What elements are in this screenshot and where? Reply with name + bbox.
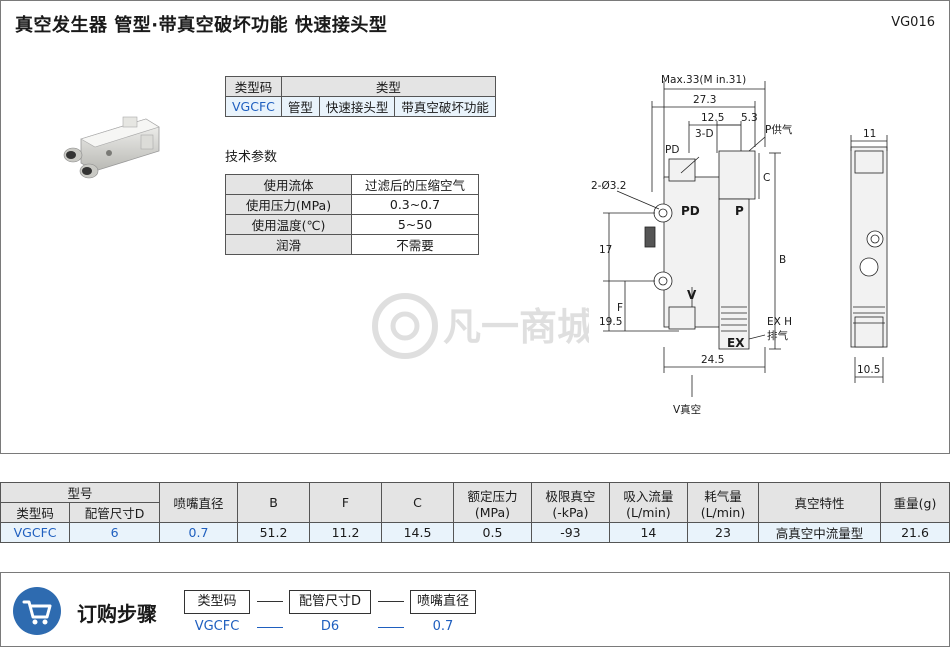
feature-vacuum-break: 带真空破坏功能 (394, 96, 496, 117)
feature-quick: 快速接头型 (318, 96, 396, 117)
watermark-text: 凡一商城 (443, 305, 589, 349)
spec-row: 使用压力(MPa) 0.3~0.7 (225, 194, 479, 215)
c-header: C (380, 482, 454, 523)
mark-ex: EX (727, 336, 745, 350)
cell-c: 14.5 (380, 522, 454, 543)
value-pipe-size: D6 (320, 619, 340, 634)
value-connector (257, 627, 283, 628)
nozzle-header: 喷嘴直径 (159, 482, 238, 523)
cell-f: 11.2 (308, 522, 382, 543)
spec-row: 润滑 不需要 (225, 234, 479, 255)
dim-12-5: 12.5 (701, 112, 724, 124)
dim-max: Max.33(M in.31) (661, 74, 746, 86)
step-type-code: 类型码 (184, 590, 250, 614)
cart-icon (13, 587, 61, 635)
suction-header: 吸入流量 (L/min) (608, 482, 688, 523)
mark-pd: PD (681, 204, 700, 218)
vacuum-header: 极限真空 (-kPa) (530, 482, 610, 523)
cell-pipe-size: 6 (69, 522, 161, 543)
value-connector (378, 627, 404, 628)
dimension-drawing: Max.33(M in.31) 27.3 12.5 5.3 3-D P供气 PD… (591, 74, 888, 416)
vacuum-header-line2: (-kPa) (552, 504, 589, 520)
dim-f: F (617, 302, 623, 314)
value-nozzle: 0.7 (432, 619, 454, 634)
value-type-code: VGCFC (194, 619, 240, 634)
label-exhaust: 排气 (767, 329, 788, 342)
label-v-vacuum: V真空 (673, 403, 701, 416)
spec-label: 润滑 (225, 234, 352, 255)
type-table: 类型码 类型 VGCFC 管型 快速接头型 带真空破坏功能 (225, 76, 496, 117)
air-header-line1: 耗气量 (704, 488, 742, 504)
step-pipe-size: 配管尺寸D (289, 590, 371, 614)
cell-pressure: 0.5 (452, 522, 532, 543)
dim-3-d: 3-D (695, 128, 714, 140)
dim-c: C (763, 172, 770, 184)
model-table: 型号 喷嘴直径 B F C 额定压力 (MPa) 极限真空 (-kPa) 吸入流… (0, 482, 950, 543)
suction-header-line1: 吸入流量 (623, 488, 674, 504)
b-header: B (236, 482, 310, 523)
label-pd: PD (665, 144, 679, 156)
cell-b: 51.2 (236, 522, 310, 543)
label-ex-h: EX H (767, 316, 792, 328)
air-header-line2: (L/min) (700, 504, 746, 520)
spec-label: 使用压力(MPa) (225, 194, 352, 215)
type-code-value: VGCFC (225, 96, 282, 117)
cell-nozzle: 0.7 (159, 522, 238, 543)
spec-value: 0.3~0.7 (351, 194, 479, 215)
pressure-header-line1: 额定压力 (467, 488, 518, 504)
step-connector (257, 601, 283, 602)
dim-11: 11 (863, 128, 876, 140)
suction-header-line2: (L/min) (626, 504, 671, 520)
cell-type-code: VGCFC (0, 522, 71, 543)
order-title: 订购步骤 (77, 602, 157, 626)
spec-label: 使用温度(℃) (225, 214, 352, 235)
pressure-header-line2: (MPa) (474, 504, 511, 520)
spec-value: 不需要 (351, 234, 479, 255)
mark-v: V (687, 288, 697, 302)
characteristic-header: 真空特性 (758, 482, 882, 523)
spec-row: 使用温度(℃) 5~50 (225, 214, 479, 235)
spec-heading: 技术参数 (225, 150, 278, 165)
vacuum-header-line1: 极限真空 (545, 488, 596, 504)
product-panel: 真空发生器 管型·带真空破坏功能 快速接头型 VG016 类型码 类型 VGCF… (0, 0, 950, 454)
pressure-header: 额定压力 (MPa) (452, 482, 532, 523)
table-row: VGCFC 6 0.7 51.2 11.2 14.5 0.5 -93 14 23… (0, 522, 950, 543)
spec-row: 使用流体 过滤后的压缩空气 (225, 174, 479, 195)
dim-27-3: 27.3 (693, 94, 716, 106)
type-code-header: 类型码 (225, 76, 282, 97)
cell-characteristic: 高真空中流量型 (758, 522, 882, 543)
label-p-supply: P供气 (765, 123, 793, 136)
cell-suction: 14 (608, 522, 688, 543)
model-header: 型号 (0, 482, 161, 503)
step-nozzle: 喷嘴直径 (410, 590, 476, 614)
type-header: 类型 (280, 76, 496, 97)
feature-pipe: 管型 (280, 96, 320, 117)
cell-vacuum: -93 (530, 522, 610, 543)
page-code: VG016 (891, 15, 935, 30)
dim-19-5: 19.5 (599, 316, 622, 328)
dim-17: 17 (599, 244, 612, 256)
step-connector (378, 601, 404, 602)
spec-value: 5~50 (351, 214, 479, 235)
pipe-size-subheader: 配管尺寸D (69, 502, 161, 523)
f-header: F (308, 482, 382, 523)
air-header: 耗气量 (L/min) (686, 482, 760, 523)
weight-header: 重量(g) (880, 482, 950, 523)
dim-24-5: 24.5 (701, 354, 724, 366)
order-panel: 订购步骤 类型码 配管尺寸D 喷嘴直径 VGCFC D6 0.7 (0, 572, 950, 647)
spec-label: 使用流体 (225, 174, 352, 195)
cell-weight: 21.6 (880, 522, 950, 543)
spec-value: 过滤后的压缩空气 (351, 174, 479, 195)
dim-5-3: 5.3 (741, 112, 758, 124)
mark-p: P (735, 204, 744, 218)
product-photo (63, 116, 160, 179)
cell-air: 23 (686, 522, 760, 543)
watermark-logo: 凡一商城 (372, 293, 589, 359)
page-title: 真空发生器 管型·带真空破坏功能 快速接头型 (15, 15, 388, 36)
dim-b: B (779, 254, 786, 266)
dim-10-5: 10.5 (857, 364, 880, 376)
type-code-subheader: 类型码 (0, 502, 71, 523)
dim-hole: 2-Ø3.2 (591, 180, 626, 192)
spec-table: 使用流体 过滤后的压缩空气 使用压力(MPa) 0.3~0.7 使用温度(℃) … (225, 174, 479, 255)
